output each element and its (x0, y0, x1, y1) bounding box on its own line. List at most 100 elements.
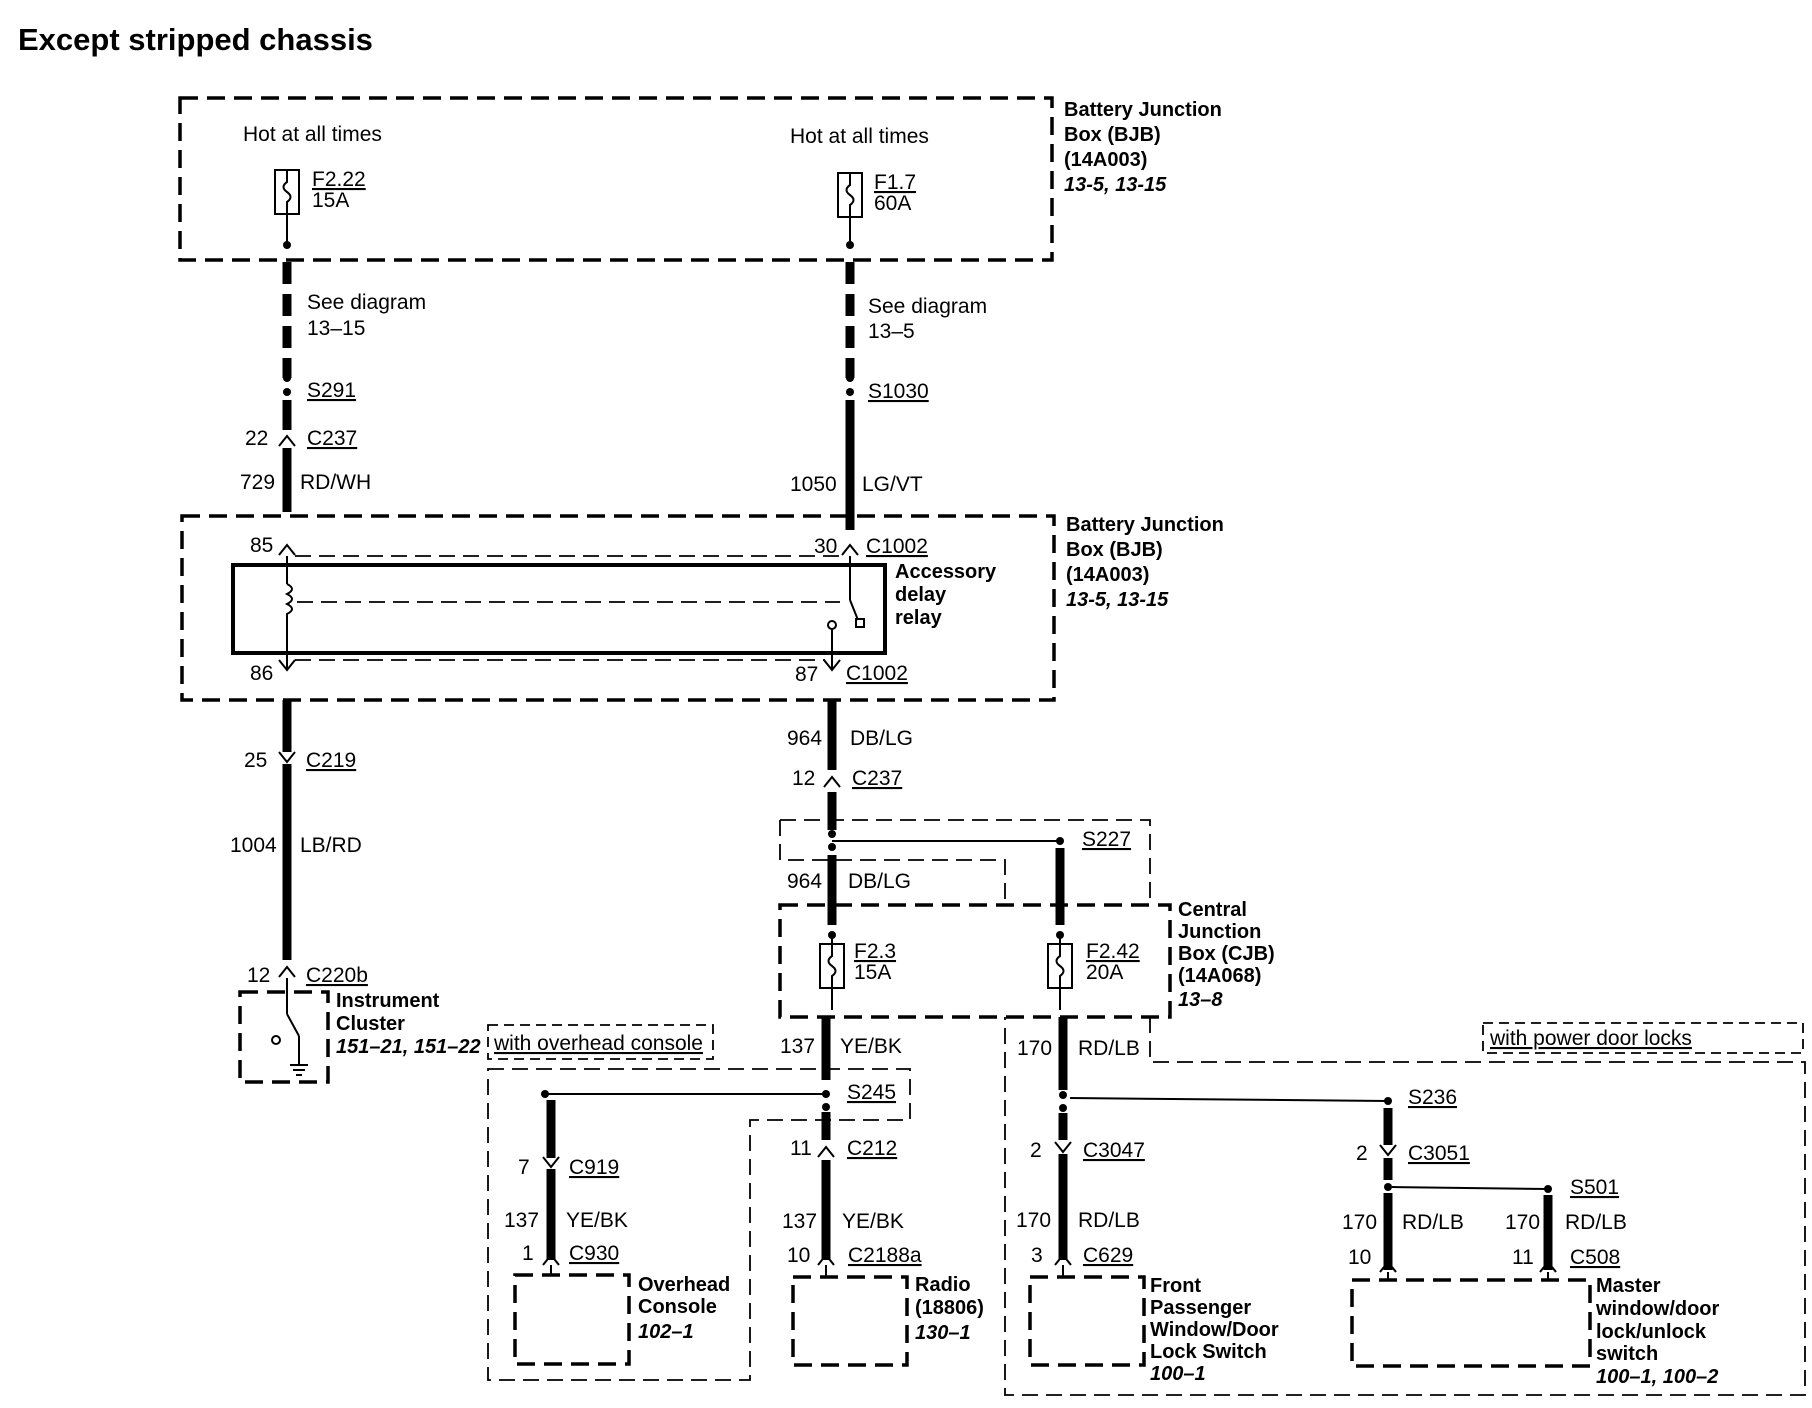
cjb-name-1: Central (1178, 899, 1247, 921)
circuit-964-a: 964 (787, 727, 822, 750)
splice-s245: S245 (847, 1081, 896, 1104)
bjb-top-box (178, 96, 1054, 262)
conn-c2188a: C2188a (848, 1244, 922, 1267)
cluster-name-2: Cluster (336, 1013, 405, 1035)
overhead-console-ref: 102–1 (638, 1321, 694, 1343)
front-passenger-box (1028, 1275, 1146, 1367)
bjb-mid-name-3: (14A003) (1066, 564, 1149, 586)
see-diagram-left-2: 13–15 (307, 317, 365, 340)
pin-c219: 25 (244, 749, 267, 772)
pin-86: 86 (250, 662, 273, 685)
conn-c212: C212 (847, 1137, 897, 1160)
fuse-f2-3-rating: 15A (854, 961, 891, 984)
conn-c919: C919 (569, 1156, 619, 1179)
bjb-mid-name-2: Box (BJB) (1066, 539, 1163, 561)
bjb-mid-name-1: Battery Junction (1066, 514, 1224, 536)
pin-c508-11: 11 (1512, 1246, 1534, 1269)
circuit-170-a: 170 (1017, 1037, 1052, 1060)
color-ye-bk-a: YE/BK (840, 1035, 902, 1058)
fuse-f2-42-id: F2.42 (1086, 940, 1140, 963)
conn-c629: C629 (1083, 1244, 1133, 1267)
cjb-name-3: Box (CJB) (1178, 943, 1275, 965)
bjb-top-name-2: Box (BJB) (1064, 124, 1161, 146)
bjb-top-ref: 13-5, 13-15 (1064, 174, 1167, 196)
radio-name-2: (18806) (915, 1297, 984, 1319)
pin-c3051: 2 (1356, 1142, 1368, 1165)
cluster-switch-icon (271, 978, 300, 1065)
overhead-zone (487, 1068, 911, 1381)
fuse-f1-7-rating: 60A (874, 192, 911, 215)
color-db-lg-a: DB/LG (850, 727, 913, 750)
relay-label-2: delay (895, 584, 947, 606)
front-passenger-name-2: Passenger (1150, 1297, 1251, 1319)
fuse-f2-22-id: F2.22 (312, 168, 366, 191)
pin-30: 30 (814, 535, 837, 558)
cluster-name-1: Instrument (336, 990, 440, 1012)
overhead-console-name-1: Overhead (638, 1274, 730, 1296)
bjb-mid-box (180, 514, 1056, 702)
see-diagram-left-1: See diagram (307, 291, 426, 314)
cjb-box (778, 903, 1172, 1019)
fuse-f2-22-icon (274, 169, 300, 245)
overhead-option-box (487, 1024, 714, 1060)
conn-c1002-bottom: C1002 (846, 662, 908, 685)
fuse-f1-7-icon (837, 172, 863, 245)
master-switch-name-1: Master (1596, 1275, 1661, 1297)
front-passenger-name-4: Lock Switch (1150, 1341, 1267, 1363)
pin-c237-left: 22 (245, 427, 268, 450)
conn-c1002-top: C1002 (866, 535, 928, 558)
color-lb-rd: LB/RD (300, 834, 362, 857)
instrument-cluster-box (238, 990, 330, 1084)
cluster-ref: 151–21, 151–22 (336, 1036, 481, 1058)
color-rd-lb-m2: RD/LB (1565, 1211, 1627, 1234)
cjb-name-2: Junction (1178, 921, 1261, 943)
see-diagram-right-1: See diagram (868, 295, 987, 318)
splice-s501: S501 (1570, 1176, 1619, 1199)
master-switch-name-4: switch (1596, 1343, 1658, 1365)
conn-c3051: C3051 (1408, 1142, 1470, 1165)
front-passenger-name-3: Window/Door (1150, 1319, 1279, 1341)
s227-zone (779, 819, 1151, 900)
bjb-top-name-3: (14A003) (1064, 149, 1147, 171)
pin-c3047: 2 (1030, 1139, 1042, 1162)
power-locks-zone (1004, 1017, 1806, 1396)
ground-icon (290, 1064, 308, 1076)
circuit-170-fp: 170 (1016, 1209, 1051, 1232)
conn-c3047: C3047 (1083, 1139, 1145, 1162)
color-rd-lb-m1: RD/LB (1402, 1211, 1464, 1234)
radio-name-1: Radio (915, 1274, 971, 1296)
conn-c237-right: C237 (852, 767, 902, 790)
circuit-729: 729 (240, 471, 275, 494)
master-switch-ref: 100–1, 100–2 (1596, 1366, 1718, 1388)
power-locks-option-label: with power door locks (1489, 1027, 1692, 1050)
pin-c220b: 12 (247, 964, 270, 987)
bjb-top-hot-left: Hot at all times (243, 123, 382, 146)
circuit-1050: 1050 (790, 473, 837, 496)
pin-c508-10: 10 (1348, 1246, 1371, 1269)
master-switch-name-2: window/door (1595, 1298, 1720, 1320)
fuse-f2-42-rating: 20A (1086, 961, 1123, 984)
circuit-170-m2: 170 (1505, 1211, 1540, 1234)
splice-s227: S227 (1082, 828, 1131, 851)
color-lg-vt: LG/VT (862, 473, 923, 496)
pin-c930: 1 (522, 1242, 534, 1265)
fuse-f2-42-icon (1047, 935, 1073, 1010)
splice-s236: S236 (1408, 1086, 1457, 1109)
circuit-1004: 1004 (230, 834, 277, 857)
color-ye-bk-radio: YE/BK (842, 1210, 904, 1233)
conn-c508: C508 (1570, 1246, 1620, 1269)
pin-c2188a: 10 (787, 1244, 810, 1267)
color-ye-bk-oc: YE/BK (566, 1209, 628, 1232)
color-rd-lb-fp: RD/LB (1078, 1209, 1140, 1232)
circuit-137-a: 137 (780, 1035, 815, 1058)
pin-87: 87 (795, 663, 818, 686)
front-passenger-ref: 100–1 (1150, 1363, 1206, 1385)
color-db-lg-b: DB/LG (848, 870, 911, 893)
radio-box (791, 1275, 909, 1367)
master-switch-name-3: lock/unlock (1596, 1321, 1707, 1343)
front-passenger-name-1: Front (1150, 1275, 1201, 1297)
circuit-137-radio: 137 (782, 1210, 817, 1233)
pin-c237-right: 12 (792, 767, 815, 790)
bjb-top-hot-right: Hot at all times (790, 125, 929, 148)
